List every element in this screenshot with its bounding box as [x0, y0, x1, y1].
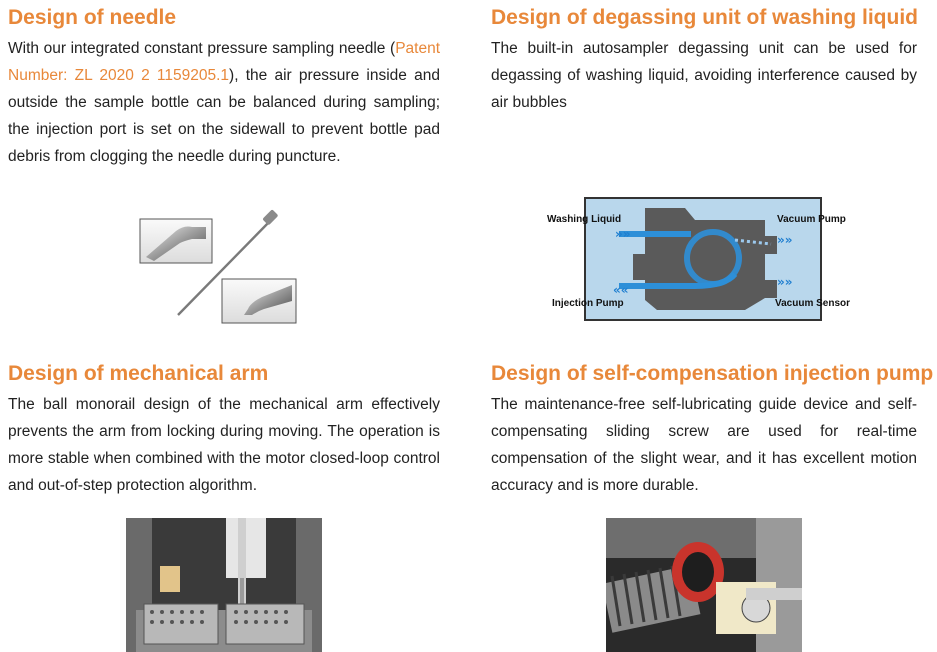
needle-image — [139, 210, 297, 324]
svg-text:»»: »» — [777, 233, 793, 247]
pump-section: Design of self-compensation injection pu… — [491, 361, 934, 499]
needle-title: Design of needle — [8, 6, 177, 29]
injection-pump-label: Injection Pump — [552, 298, 624, 309]
vacuum-sensor-label: Vacuum Sensor — [775, 298, 850, 309]
arm-section: Design of mechanical arm The ball monora… — [8, 361, 440, 499]
patent-number: Patent Number: ZL 2020 2 1159205.1 — [8, 40, 440, 84]
washing-liquid-label: Washing Liquid — [547, 214, 621, 225]
arm-title: Design of mechanical arm — [8, 362, 269, 385]
vacuum-pump-label: Vacuum Pump — [777, 214, 846, 225]
degassing-title: Design of degassing unit of washing liqu… — [491, 6, 919, 29]
needle-text-end: ), the air pressure inside and outside t… — [8, 67, 440, 165]
needle-text: With our integrated constant pressure sa… — [8, 35, 440, 170]
degassing-diagram: »» »» »» «« Washing Liquid Vacuum Pump I… — [547, 197, 850, 321]
svg-text:»»: »» — [777, 275, 793, 289]
injection-pump-photo — [606, 518, 802, 652]
mechanical-arm-photo — [126, 518, 322, 652]
arm-text: The ball monorail design of the mechanic… — [8, 396, 440, 494]
degassing-text: The built-in autosampler degassing unit … — [491, 40, 917, 111]
svg-text:»»: »» — [615, 227, 631, 241]
svg-text:««: «« — [613, 283, 629, 297]
needle-section: Design of needle With our integrated con… — [8, 5, 440, 170]
pump-title: Design of self-compensation injection pu… — [491, 362, 934, 385]
pump-text: The maintenance-free self-lubricating gu… — [491, 396, 917, 494]
degassing-section: Design of degassing unit of washing liqu… — [491, 5, 919, 116]
needle-text-start: With our integrated constant pressure sa… — [8, 40, 396, 57]
